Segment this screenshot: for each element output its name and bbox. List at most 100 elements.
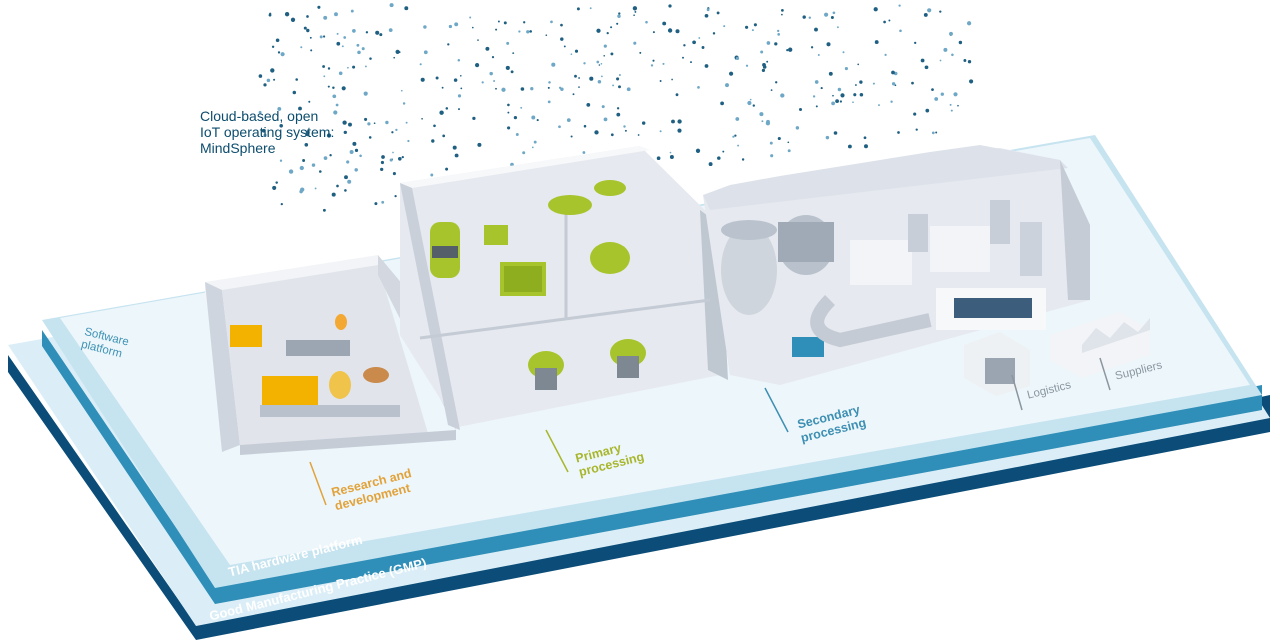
cloud-dot <box>708 162 713 167</box>
cloud-dot <box>419 63 422 66</box>
cloud-dot <box>453 78 458 82</box>
cloud-dot <box>323 15 328 20</box>
cloud-dot <box>493 80 496 82</box>
cloud-dot <box>433 124 436 128</box>
cloud-dot <box>270 68 275 73</box>
cloud-dot <box>857 63 860 66</box>
cloud-dot <box>934 97 939 101</box>
cloud-dot <box>761 68 766 73</box>
cloud-dot <box>810 46 814 49</box>
cloud-dot <box>777 33 781 36</box>
cloud-dot <box>354 168 358 172</box>
cloud-dot <box>404 6 409 11</box>
cloud-dot <box>263 83 267 87</box>
cloud-dot <box>596 60 600 64</box>
cloud-dot <box>888 19 891 22</box>
primary-vessel-top <box>548 195 592 215</box>
cloud-dot <box>603 44 607 48</box>
cloud-dot <box>364 65 367 68</box>
cloud-dot <box>381 200 385 204</box>
cloud-dot <box>682 56 684 59</box>
cloud-dot <box>389 3 394 8</box>
cloud-dot <box>531 146 534 149</box>
cloud-dot <box>927 8 932 13</box>
cloud-dot <box>633 14 635 17</box>
cloud-dot <box>747 100 752 106</box>
cloud-dot <box>617 14 621 19</box>
cloud-dot <box>570 53 573 56</box>
cloud-dot <box>495 28 498 31</box>
cloud-dot <box>531 115 536 120</box>
cloud-dot <box>364 117 368 121</box>
cloud-dot <box>336 41 341 46</box>
cloud-dot <box>578 77 581 79</box>
cloud-dot <box>367 122 371 126</box>
cloud-dot <box>878 104 880 107</box>
cloud-dot <box>864 144 868 149</box>
cloud-dot <box>913 112 917 116</box>
cloud-dot <box>618 74 621 76</box>
cloud-dot <box>814 27 818 32</box>
cloud-dot <box>749 98 752 101</box>
cloud-dot <box>507 103 510 107</box>
cloud-dot <box>616 107 620 110</box>
cloud-dot <box>572 93 575 96</box>
cloud-dot <box>459 74 462 77</box>
cloud-dot <box>717 156 721 160</box>
cloud-dot <box>341 45 344 48</box>
cloud-dot <box>840 93 845 98</box>
cloud-dot <box>322 208 326 212</box>
cloud-dot <box>616 22 619 25</box>
cloud-dot <box>279 124 283 128</box>
cloud-dot <box>323 75 326 78</box>
primary-vessel-center <box>590 242 630 274</box>
cloud-dot <box>924 65 929 70</box>
cloud-dot <box>884 53 887 57</box>
cloud-dot <box>914 41 917 45</box>
cloud-dot <box>652 59 655 62</box>
cloud-dot <box>400 89 403 92</box>
cloud-dot <box>623 125 626 128</box>
cloud-dot <box>574 49 579 53</box>
cloud-dot <box>393 56 396 59</box>
cloud-dot <box>311 163 316 167</box>
cloud-dot <box>939 10 942 13</box>
cloud-dot <box>761 120 764 123</box>
cloud-dot <box>610 26 613 29</box>
cloud-dot <box>308 100 311 103</box>
cloud-dot <box>589 7 592 10</box>
cloud-dot <box>558 125 561 129</box>
cloud-dot <box>329 154 332 157</box>
cloud-dot <box>633 41 637 45</box>
cloud-dot <box>698 37 701 39</box>
cloud-dot <box>381 155 385 159</box>
cloud-dot <box>303 26 307 30</box>
cloud-dot <box>626 87 631 92</box>
cloud-dot <box>935 131 938 134</box>
cloud-dot <box>645 20 648 24</box>
cloud-dot <box>780 93 785 98</box>
cloud-dot <box>272 185 277 190</box>
cloud-dot <box>720 101 724 106</box>
cloud-dot <box>844 67 848 71</box>
cloud-dot <box>369 57 372 60</box>
laptop <box>792 337 824 357</box>
cloud-dot <box>675 29 680 34</box>
cloud-dot <box>336 184 339 188</box>
secondary-tank-large <box>721 225 777 315</box>
cloud-dot <box>398 157 402 161</box>
cloud-dot <box>574 74 577 78</box>
cloud-dot <box>716 11 720 15</box>
cloud-dot <box>368 136 372 139</box>
cloud-dot <box>639 51 642 54</box>
cloud-dot <box>786 48 789 52</box>
cloud-dot <box>506 41 510 45</box>
cloud-dot <box>677 119 682 124</box>
cloud-dot <box>280 202 283 206</box>
cloud-dot <box>551 62 556 67</box>
cloud-dot <box>356 43 360 47</box>
cloud-dot <box>547 86 550 89</box>
cloud-dot <box>401 155 404 159</box>
cloud-dot <box>347 179 352 184</box>
